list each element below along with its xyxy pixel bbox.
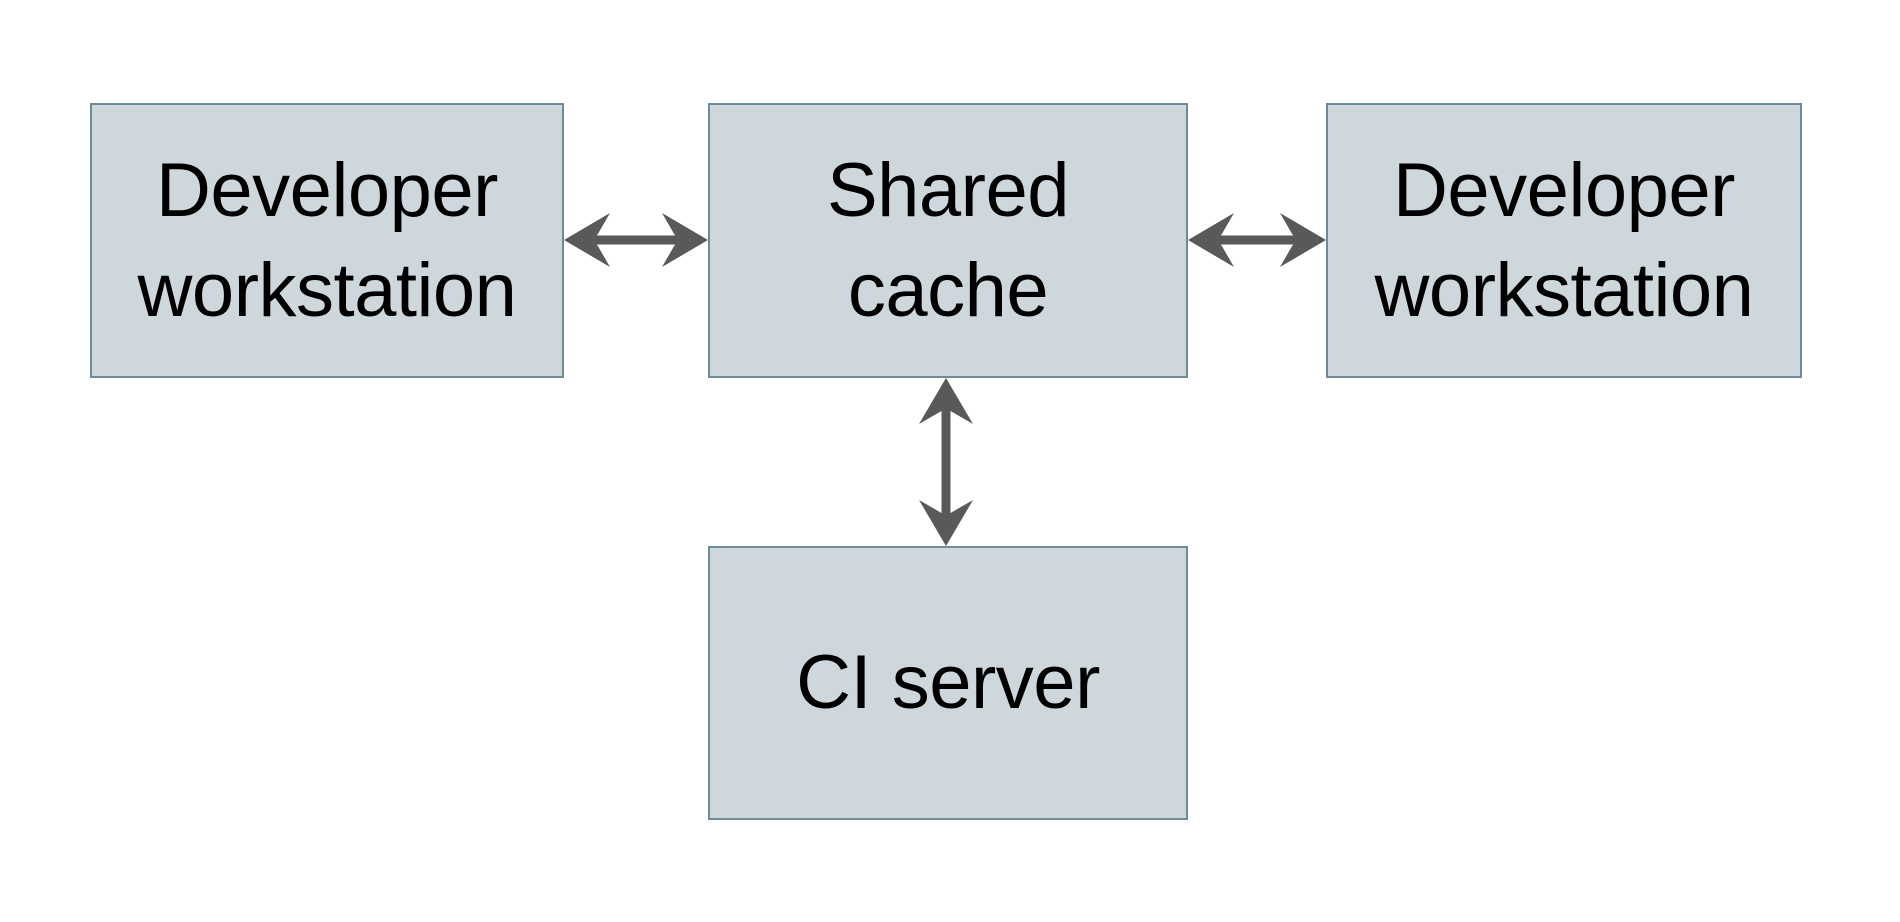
node-developer-workstation-right[interactable]: Developer workstation [1326, 103, 1802, 378]
node-label: CI server [796, 640, 1100, 725]
edge-left-workstation-shared-cache [564, 211, 708, 269]
double-arrow-icon [919, 378, 973, 546]
node-label: Developer workstation [137, 147, 517, 333]
node-shared-cache[interactable]: Shared cache [708, 103, 1188, 378]
node-label: Shared cache [826, 147, 1070, 333]
edge-shared-cache-right-workstation [1188, 211, 1326, 269]
node-ci-server[interactable]: CI server [708, 546, 1188, 820]
node-label: Developer workstation [1374, 147, 1754, 333]
double-arrow-icon [1188, 213, 1326, 267]
node-developer-workstation-left[interactable]: Developer workstation [90, 103, 564, 378]
double-arrow-icon [564, 213, 708, 267]
edge-shared-cache-ci-server [917, 378, 975, 546]
